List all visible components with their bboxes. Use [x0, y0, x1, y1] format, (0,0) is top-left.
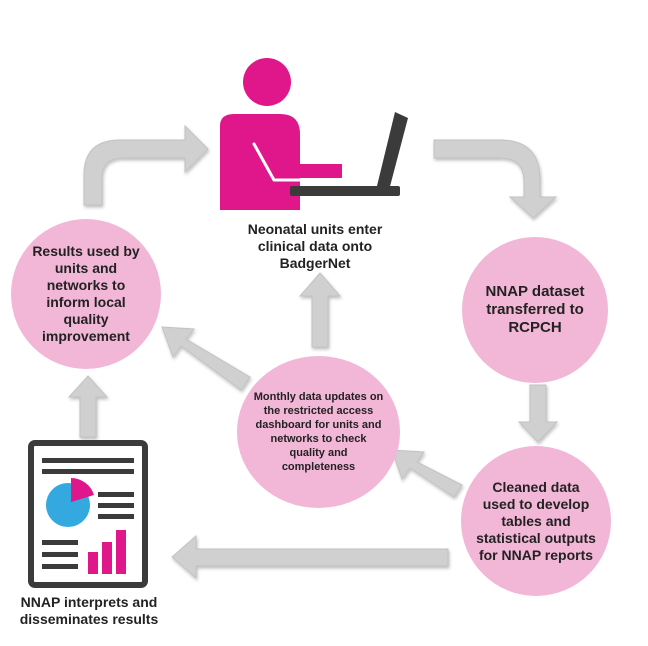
node-monthly-updates: Monthly data updates on the restricted a…: [237, 356, 400, 508]
node-monthly-updates-label: Monthly data updates on the restricted a…: [253, 391, 384, 473]
arrow-dataset-to-cleaned: [517, 384, 559, 443]
node-dataset-transfer: NNAP dataset transferred to RCPCH: [462, 237, 608, 383]
arrow-monthly-to-entry: [298, 272, 342, 348]
node-cleaned-data: Cleaned data used to develop tables and …: [461, 446, 611, 596]
arrow-entry-to-dataset: [433, 139, 558, 219]
node-interprets: NNAP interprets and disseminates results: [19, 594, 159, 627]
report-document-icon: [28, 440, 148, 588]
person-at-laptop-icon: [220, 58, 408, 210]
node-cleaned-data-label: Cleaned data used to develop tables and …: [476, 478, 596, 563]
arrow-results-to-entry: [83, 124, 209, 206]
arrow-monthly-to-results: [161, 326, 251, 391]
arrow-interprets-to-results: [67, 375, 109, 438]
arrow-cleaned-to-monthly: [391, 449, 463, 498]
node-data-entry: Neonatal units enter clinical data onto …: [247, 221, 383, 271]
arrow-cleaned-to-interprets: [171, 534, 449, 580]
node-results-used: Results used by units and networks to in…: [11, 219, 161, 369]
node-dataset-transfer-label: NNAP dataset transferred to RCPCH: [485, 283, 585, 336]
node-results-used-label: Results used by units and networks to in…: [32, 243, 140, 344]
